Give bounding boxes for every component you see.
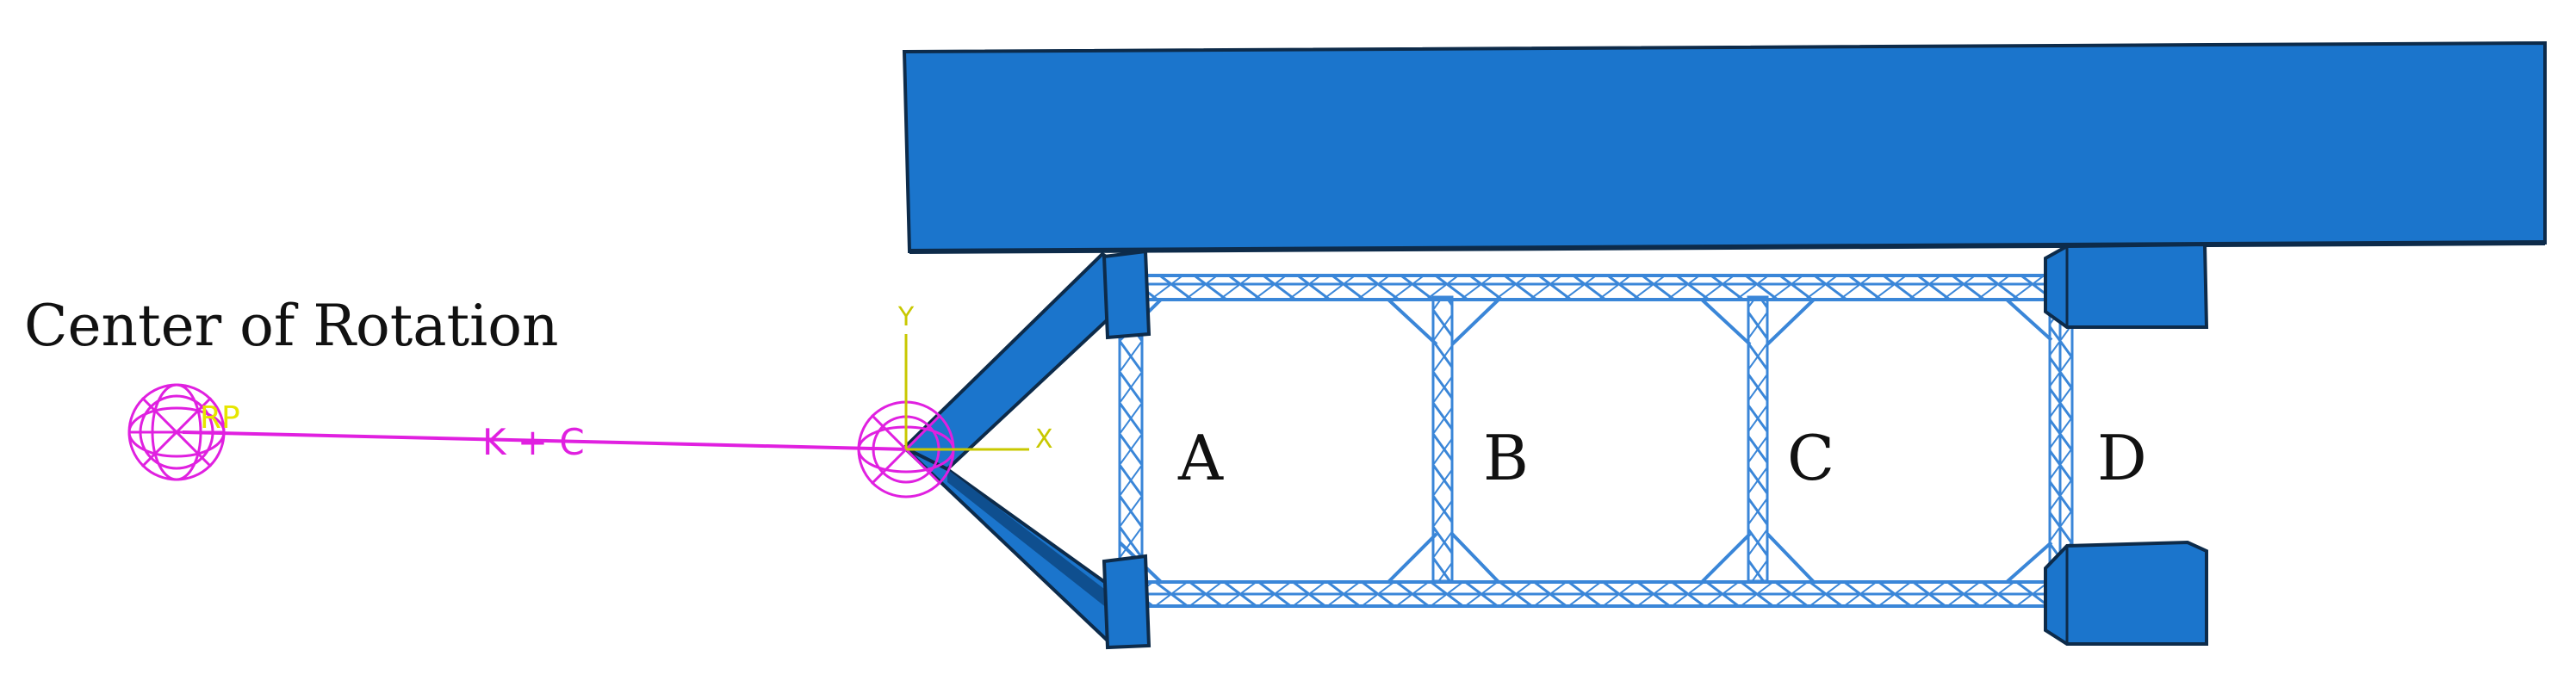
connector-line xyxy=(182,430,910,451)
top-chord-truss xyxy=(1144,274,2064,301)
bay-label-d: D xyxy=(2097,422,2147,494)
v-frame-members xyxy=(901,251,1149,647)
bay-label-b: B xyxy=(1483,422,1529,494)
axis-y-label: Y xyxy=(897,302,915,332)
gusset-braces xyxy=(1118,298,2053,584)
connector-label: K + C xyxy=(482,421,585,463)
bottom-chord-truss xyxy=(1144,580,2064,608)
right-brackets xyxy=(2044,242,2209,646)
left-corner-blocks xyxy=(1102,249,1151,650)
deck-slab xyxy=(902,40,2547,254)
center-of-rotation-label: Center of Rotation xyxy=(24,293,559,359)
coordinate-triad xyxy=(904,334,1029,451)
bay-label-a: A xyxy=(1178,422,1223,494)
reference-point-label: RP xyxy=(200,400,240,436)
bay-label-c: C xyxy=(1787,422,1835,494)
axis-x-label: X xyxy=(1035,424,1053,455)
vertical-truss-posts xyxy=(1118,295,2074,583)
reference-point-symbol xyxy=(127,383,226,481)
